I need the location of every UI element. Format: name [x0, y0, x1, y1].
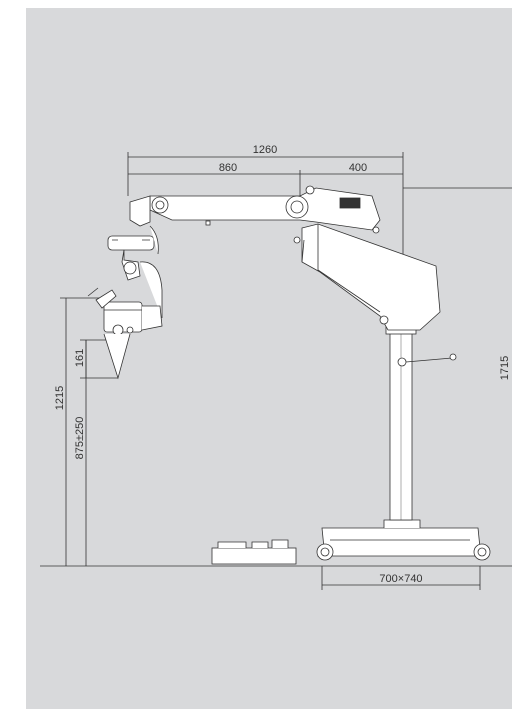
- dimension-1715: 1715: [499, 356, 511, 380]
- drawing-panel: [26, 8, 512, 709]
- dimension-860: 860: [219, 162, 237, 174]
- dimension-1215: 1215: [54, 386, 66, 410]
- dimension-161: 161: [74, 349, 86, 367]
- stand-body: [87, 185, 491, 565]
- dimension-875-250: 875±250: [74, 417, 86, 460]
- dimension-400: 400: [349, 162, 367, 174]
- dimension-1260: 1260: [253, 144, 277, 156]
- dimension-700x740: 700×740: [379, 573, 422, 585]
